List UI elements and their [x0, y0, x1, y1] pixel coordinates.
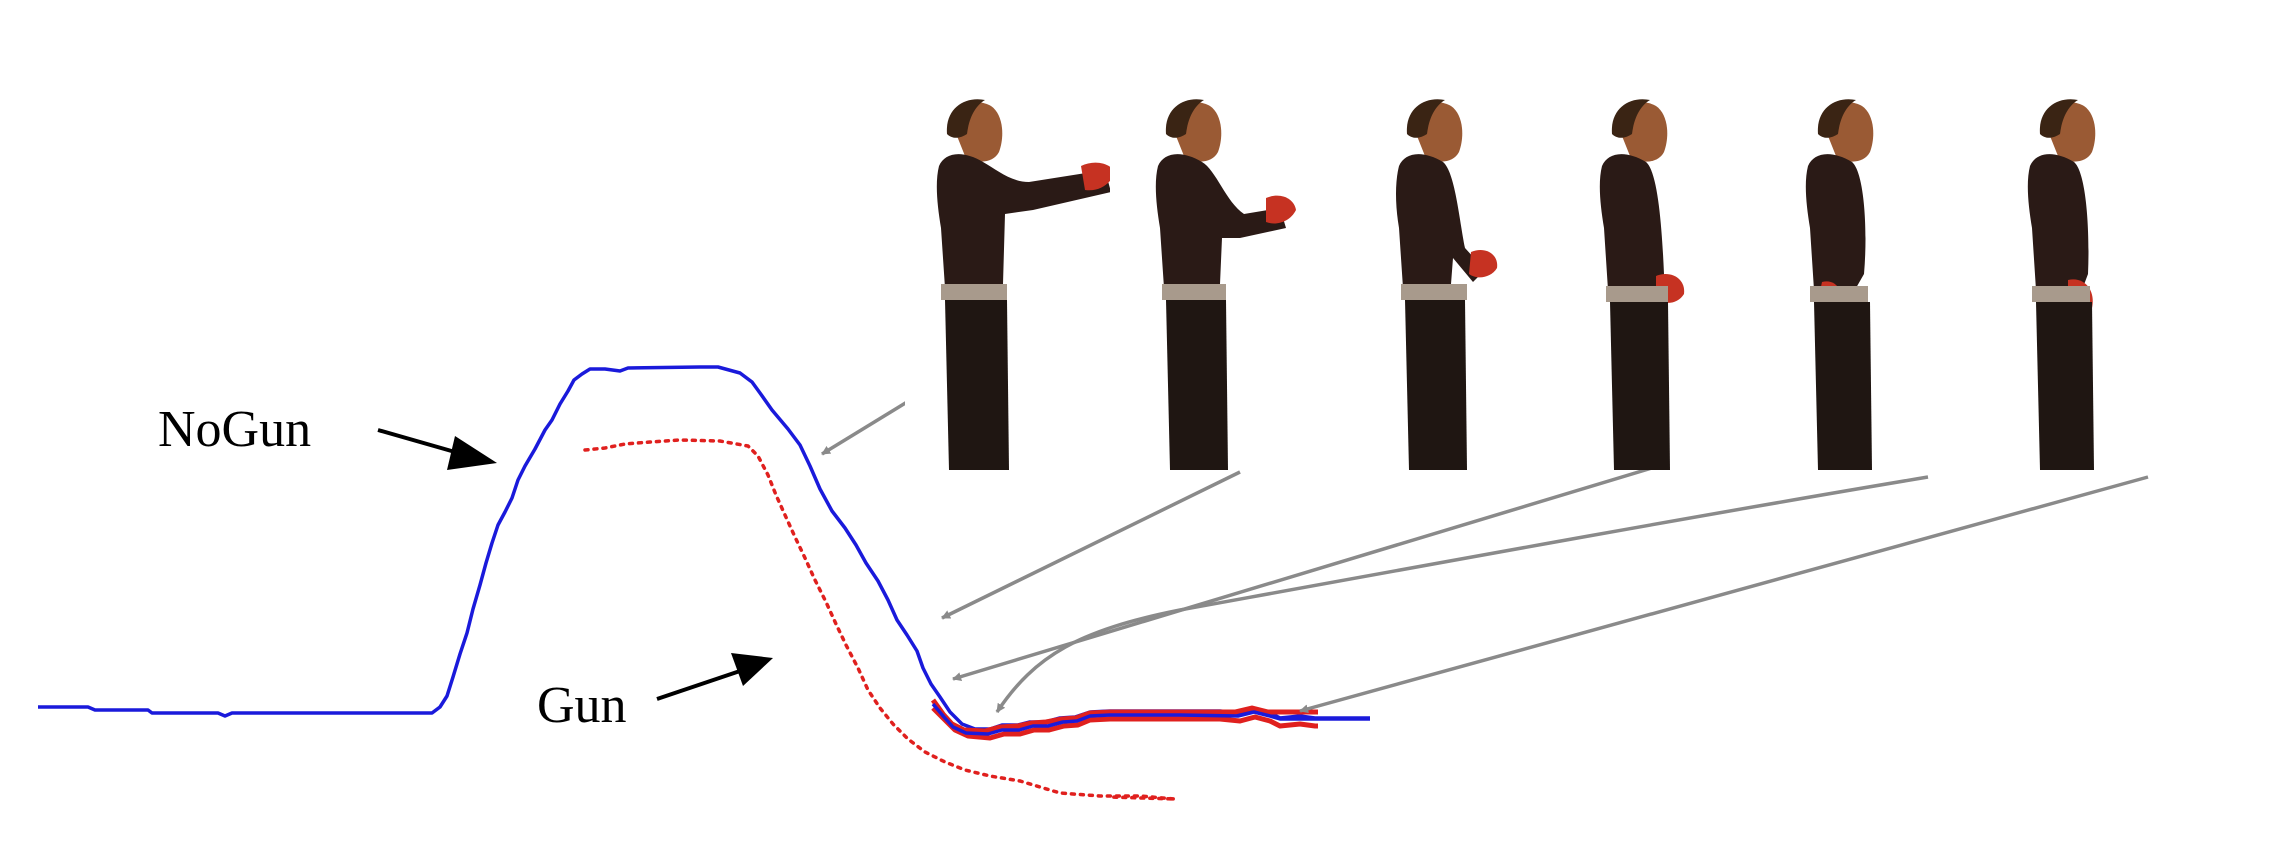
- video-frame-4: [1570, 78, 1775, 470]
- matched-segment-center: [931, 702, 1370, 736]
- nogun-label: NoGun: [158, 401, 311, 458]
- gun-label: Gun: [537, 677, 627, 734]
- video-frame-1: [905, 78, 1110, 470]
- frame-arrow-4: [995, 475, 1929, 713]
- gesture-frame-strip: [905, 78, 2245, 470]
- video-frame-3: [1355, 78, 1560, 470]
- video-frame-5: [1780, 78, 1985, 470]
- frame-arrow-2: [941, 470, 1241, 620]
- video-frame-6: [1990, 78, 2195, 470]
- video-frame-2: [1110, 78, 1315, 470]
- matched-segment-highlight-upper: [930, 698, 1318, 734]
- nogun-pointer-arrow: [377, 428, 497, 470]
- frame-arrow-5: [1299, 475, 2149, 714]
- gun-curve: [583, 438, 1176, 801]
- gun-pointer-arrow: [656, 653, 773, 701]
- matched-segment-highlight: [931, 706, 1318, 741]
